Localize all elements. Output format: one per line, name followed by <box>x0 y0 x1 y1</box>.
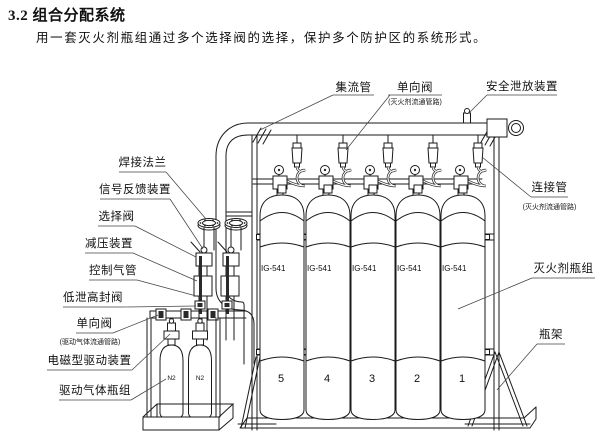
label-check-valve-agent: 单向阀 (灭火剂流通管路) <box>345 80 442 151</box>
svg-text:低泄高封阀: 低泄高封阀 <box>63 290 123 304</box>
svg-text:灭火剂瓶组: 灭火剂瓶组 <box>534 261 594 275</box>
label-check-valve-drive: 单向阀 (驱动气体流通管路) <box>60 314 159 346</box>
label-agent-bottles: 灭火剂瓶组 <box>457 261 595 310</box>
label-manifold: 集流管 <box>259 80 374 131</box>
cylinder-label: IG-541 <box>261 264 286 273</box>
page-title: 3.2 组合分配系统 <box>8 6 126 24</box>
cylinder-number: 3 <box>369 373 375 385</box>
svg-text:单向阀: 单向阀 <box>397 80 433 94</box>
drive-gas-bottle-group: N2 N2 <box>142 317 235 431</box>
callout-labels: 集流管 单向阀 (灭火剂流通管路) 安全泄放装置 焊接法兰 信号反馈装置 选择阀… <box>47 79 595 401</box>
svg-text:(驱动气体流通管路): (驱动气体流通管路) <box>60 337 121 346</box>
cylinder-number: 1 <box>459 373 465 385</box>
agent-cylinder-group: IG-541 IG-541 IG-541 IG-541 IG-541 5 4 3… <box>258 133 488 421</box>
cylinder-label: IG-541 <box>352 264 377 273</box>
svg-text:单向阀: 单向阀 <box>77 316 113 330</box>
label-low-leak-high-seal-valve: 低泄高封阀 <box>63 290 197 308</box>
label-selector-valve: 选择阀 <box>98 209 197 258</box>
svg-text:减压装置: 减压装置 <box>85 237 133 250</box>
selector-valve-assembly <box>149 218 248 341</box>
svg-text:控制气管: 控制气管 <box>89 263 137 277</box>
label-signal-feedback: 信号反馈装置 <box>99 183 204 250</box>
drive-bottle-label: N2 <box>196 375 205 382</box>
svg-text:驱动气体瓶组: 驱动气体瓶组 <box>59 383 131 397</box>
label-safety-relief: 安全泄放装置 <box>468 79 558 114</box>
cylinder-number: 5 <box>278 373 284 385</box>
svg-text:焊接法兰: 焊接法兰 <box>119 155 167 169</box>
label-welding-flange: 焊接法兰 <box>119 155 207 220</box>
label-bottle-rack: 瓶架 <box>496 327 565 391</box>
cylinder-number: 2 <box>414 373 420 385</box>
label-connecting-pipe: 连接管 (灭火剂流通管路) <box>481 156 577 211</box>
manifold-pipe <box>215 118 524 365</box>
cylinder-label: IG-541 <box>397 264 422 273</box>
svg-text:电磁型驱动装置: 电磁型驱动装置 <box>48 353 132 367</box>
svg-text:瓶架: 瓶架 <box>539 327 563 341</box>
label-pressure-reducer: 减压装置 <box>85 237 198 282</box>
cylinder-number: 4 <box>324 373 330 385</box>
label-drive-gas-bottles: 驱动气体瓶组 <box>59 378 167 401</box>
label-solenoid-drive: 电磁型驱动装置 <box>47 333 171 371</box>
cylinder-label: IG-541 <box>442 264 467 273</box>
svg-text:(灭火剂流通管路): (灭火剂流通管路) <box>523 202 577 211</box>
drive-bottle-label: N2 <box>167 375 176 382</box>
svg-text:(灭火剂流通管路): (灭火剂流通管路) <box>388 97 442 106</box>
cylinder-label: IG-541 <box>307 264 332 273</box>
svg-text:信号反馈装置: 信号反馈装置 <box>99 183 171 196</box>
page-description: 用一套灭火剂瓶组通过多个选择阀的选择，保护多个防护区的系统形式。 <box>36 30 487 45</box>
label-control-gas-pipe: 控制气管 <box>89 263 201 298</box>
svg-text:集流管: 集流管 <box>336 80 372 94</box>
svg-text:连接管: 连接管 <box>532 180 568 194</box>
svg-text:选择阀: 选择阀 <box>99 209 135 223</box>
safety-relief-device <box>463 108 471 124</box>
svg-text:安全泄放装置: 安全泄放装置 <box>486 79 558 93</box>
